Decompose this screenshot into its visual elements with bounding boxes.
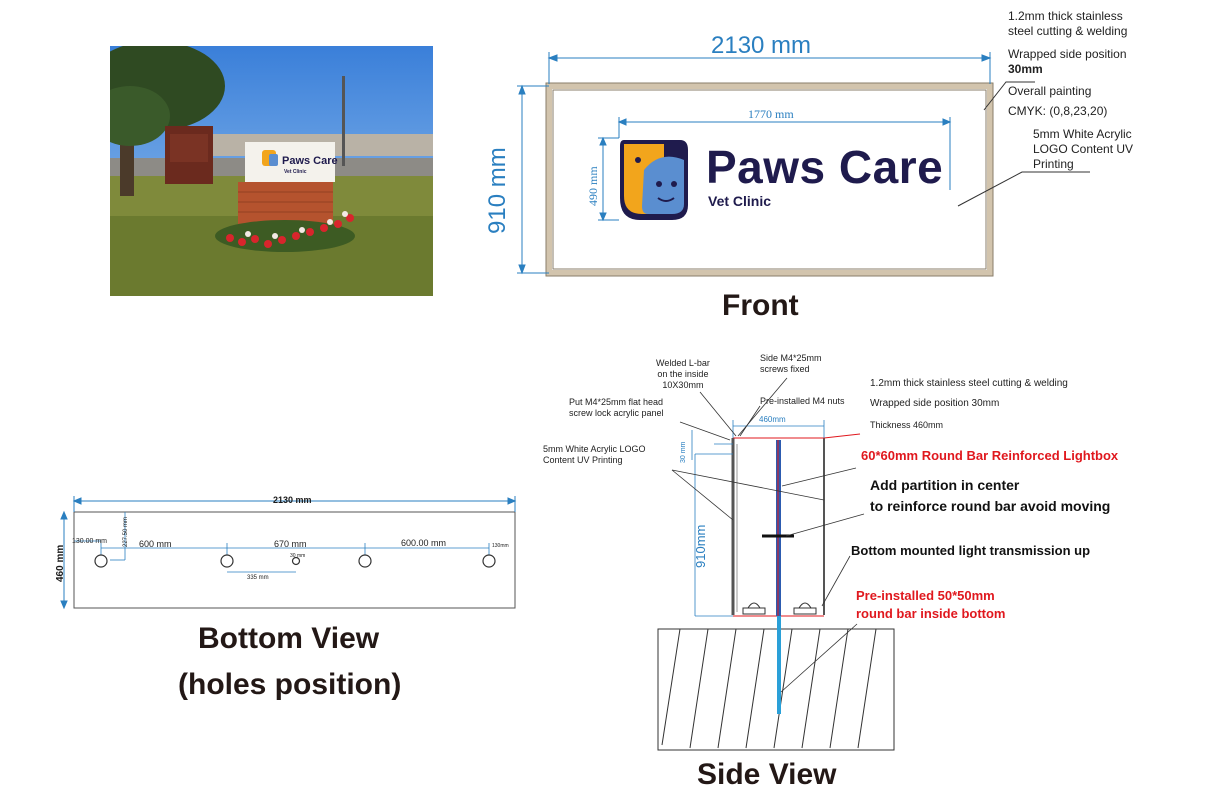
- bottom-dim-130-right: 130mm: [492, 543, 509, 549]
- side-view-box: [731, 433, 861, 617]
- bottom-dim-670: 670 mm: [274, 539, 307, 549]
- front-width-dimension: [547, 52, 992, 84]
- sign-photo-illustration: Paws Care Vet Clinic: [110, 46, 433, 296]
- bottom-dim-600-left: 600 mm: [139, 539, 172, 549]
- side-note-bottom-light: Bottom mounted light transmission up: [851, 543, 1091, 558]
- dog-cat-logo-icon: [620, 140, 688, 220]
- photo-sign-sub: Vet Clinic: [284, 169, 307, 175]
- side-dim-30: 30 mm: [680, 441, 687, 463]
- logo-height-dim: 490 mm: [586, 166, 600, 206]
- bottom-height-dimension: [60, 510, 68, 610]
- side-note-nuts: Pre-installed M4 nuts: [760, 396, 845, 406]
- center-round-bar: [762, 440, 794, 714]
- front-width-dim: 2130 mm: [711, 32, 812, 59]
- side-leader-lines: [671, 377, 865, 693]
- front-subtitle: Vet Clinic: [708, 193, 772, 209]
- bottom-dim-600-right: 600.00 mm: [401, 538, 447, 548]
- front-leader-lines: [957, 81, 1090, 207]
- logo-width-dim: 1770 mm: [748, 107, 794, 121]
- bottom-dim-227: 227.50 mm: [123, 516, 129, 547]
- side-view-ground: [657, 628, 895, 751]
- side-note-steel: 1.2mm thick stainless steel cutting & we…: [870, 378, 1068, 389]
- side-title: Side View: [697, 758, 837, 791]
- side-note-round-bar: 60*60mm Round Bar Reinforced Lightbox: [861, 448, 1119, 463]
- side-note-welded: Welded L-bar on the inside 10X30mm: [656, 358, 710, 390]
- bottom-dim-130-left: 130.00 mm: [72, 538, 108, 545]
- bottom-width-dimension: [72, 496, 517, 512]
- front-title: Front: [722, 289, 799, 322]
- bottom-title-line1: Bottom View: [198, 622, 380, 655]
- sign-photo: Paws Care Vet Clinic: [110, 46, 433, 296]
- side-dimensions: [691, 420, 825, 617]
- side-dim-910: 910mm: [693, 524, 708, 568]
- light-fixture-icon: [742, 602, 817, 615]
- side-note-preinstalled: Pre-installed 50*50mm round bar inside b…: [856, 588, 1006, 621]
- side-note-screws: Side M4*25mm screws fixed: [760, 353, 822, 374]
- bottom-width-dim: 2130 mm: [273, 495, 312, 505]
- side-note-partition: Add partition in center to reinforce rou…: [870, 477, 1111, 514]
- logo-height-dimension: [598, 136, 619, 222]
- side-note-flathead: Put M4*25mm flat head screw lock acrylic…: [569, 397, 664, 418]
- bottom-height-dim: 460 mm: [55, 544, 66, 582]
- front-note-wrap: Wrapped side position 30mm: [1008, 47, 1127, 76]
- front-height-dim: 910 mm: [484, 147, 511, 234]
- bottom-dim-335: 335 mm: [247, 575, 269, 581]
- side-dim-460: 460mm: [759, 415, 786, 424]
- bottom-dim-30: 30 mm: [290, 553, 306, 559]
- front-note-paint: Overall painting CMYK: (0,8,23,20): [1008, 84, 1108, 118]
- side-note-acrylic: 5mm White Acrylic LOGO Content UV Printi…: [543, 444, 646, 465]
- logo-width-dimension: [617, 117, 952, 190]
- side-note-wrap: Wrapped side position 30mm: [870, 398, 1000, 409]
- front-note-acrylic: 5mm White Acrylic LOGO Content UV Printi…: [1033, 127, 1134, 171]
- photo-sign-brand: Paws Care: [282, 155, 338, 167]
- bottom-holes: [94, 554, 496, 568]
- front-note-steel: 1.2mm thick stainless steel cutting & we…: [1008, 9, 1128, 38]
- front-height-dimension: [517, 84, 549, 275]
- front-brand: Paws Care: [706, 141, 944, 193]
- bottom-title-line2: (holes position): [178, 668, 402, 701]
- side-note-thickness: Thickness 460mm: [870, 420, 944, 430]
